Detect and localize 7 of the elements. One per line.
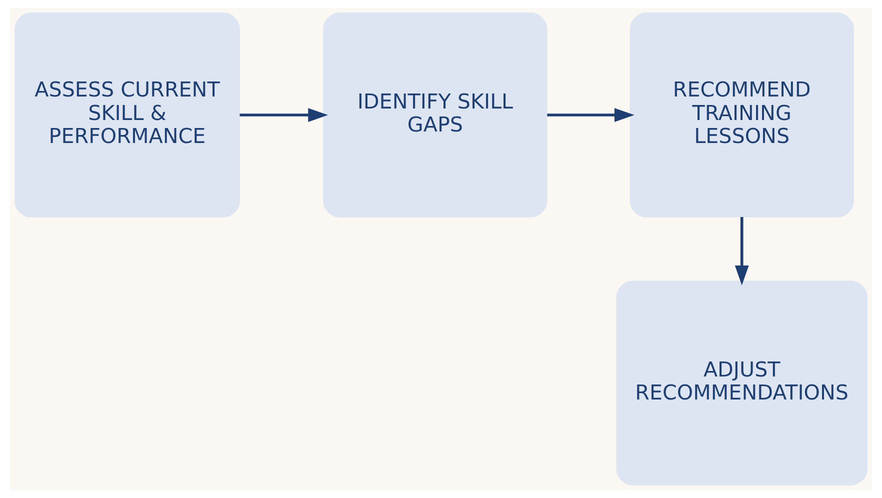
arrow (240, 108, 328, 122)
arrow (547, 108, 634, 122)
node-box: IDENTIFY SKILL GAPS (323, 12, 548, 218)
arrow (734, 217, 749, 286)
node-box: ASSESS CURRENT SKILL & PERFORMANCE (14, 12, 240, 218)
node-box: ADJUST RECOMMENDATIONS (616, 280, 868, 486)
node-box: RECOMMEND TRAINING LESSONS (630, 12, 854, 218)
